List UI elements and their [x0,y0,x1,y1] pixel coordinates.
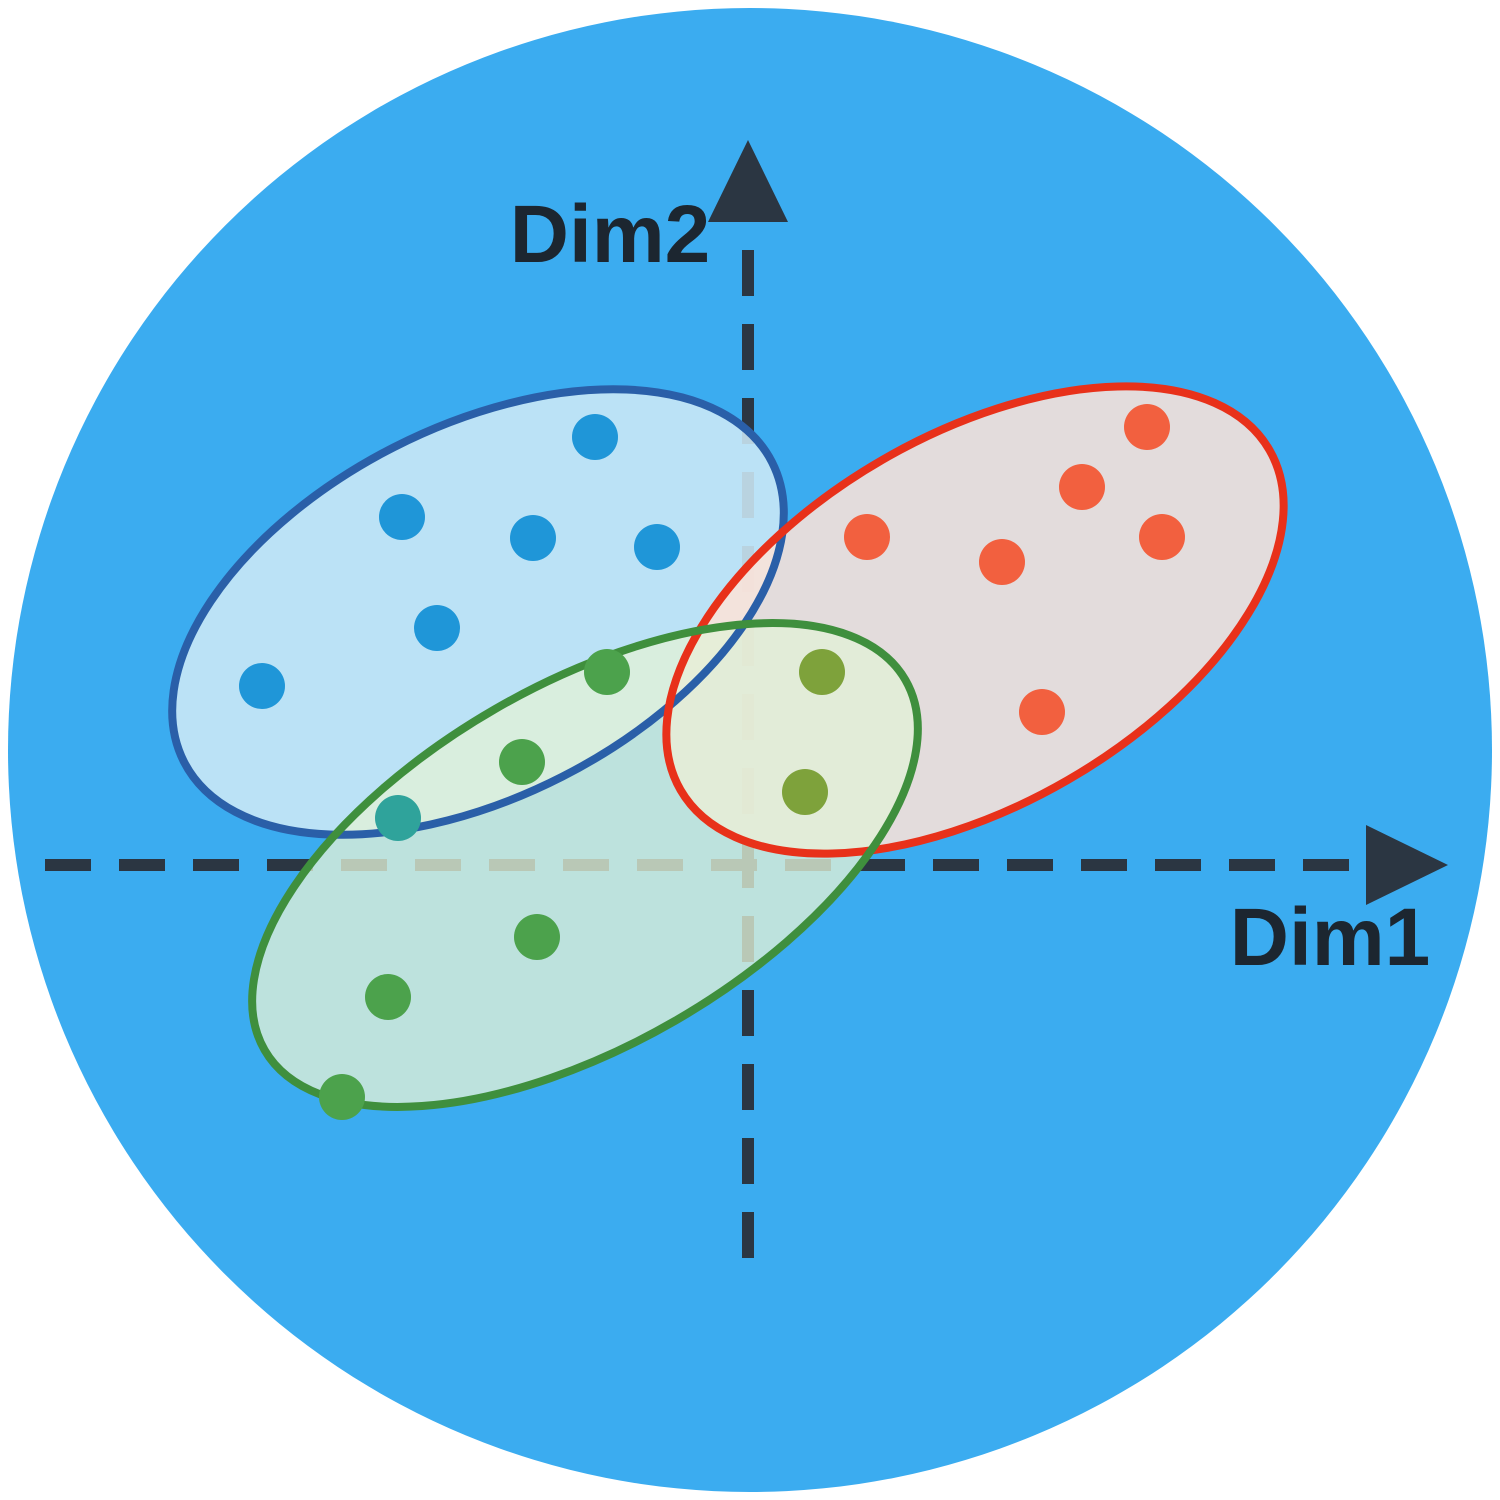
blue-cluster-data-point [379,494,425,540]
x-axis-label: Dim1 [1230,892,1431,983]
blue-cluster-data-point [572,414,618,460]
cluster-green-ellipse-outline [248,619,922,1111]
cluster-green-ellipse-fill [252,623,918,1107]
red-cluster-data-point [1019,689,1065,735]
cluster-red-ellipse-outline [662,382,1288,858]
x-axis-arrowhead-icon [1366,825,1448,905]
data-points [239,404,1185,1120]
green-cluster-data-point [365,974,411,1020]
green-cluster-data-point [799,649,845,695]
red-cluster-data-point [1124,404,1170,450]
green-cluster-data-point [319,1074,365,1120]
green-cluster-data-point [514,914,560,960]
blue-cluster-data-point [375,795,421,841]
red-cluster-data-point [844,514,890,560]
cluster-outlines [168,382,1288,1111]
y-axis-arrowhead-icon [708,140,788,222]
blue-cluster-data-point [510,515,556,561]
y-axis-label: Dim2 [510,189,711,280]
green-cluster-data-point [499,739,545,785]
red-cluster-data-point [1139,514,1185,560]
cluster-blue-ellipse-outline [168,385,788,839]
red-cluster-data-point [979,539,1025,585]
blue-cluster-data-point [634,524,680,570]
blue-cluster-data-point [414,605,460,651]
blue-cluster-data-point [239,663,285,709]
green-cluster-data-point [584,649,630,695]
green-cluster-data-point [782,769,828,815]
red-cluster-data-point [1059,464,1105,510]
